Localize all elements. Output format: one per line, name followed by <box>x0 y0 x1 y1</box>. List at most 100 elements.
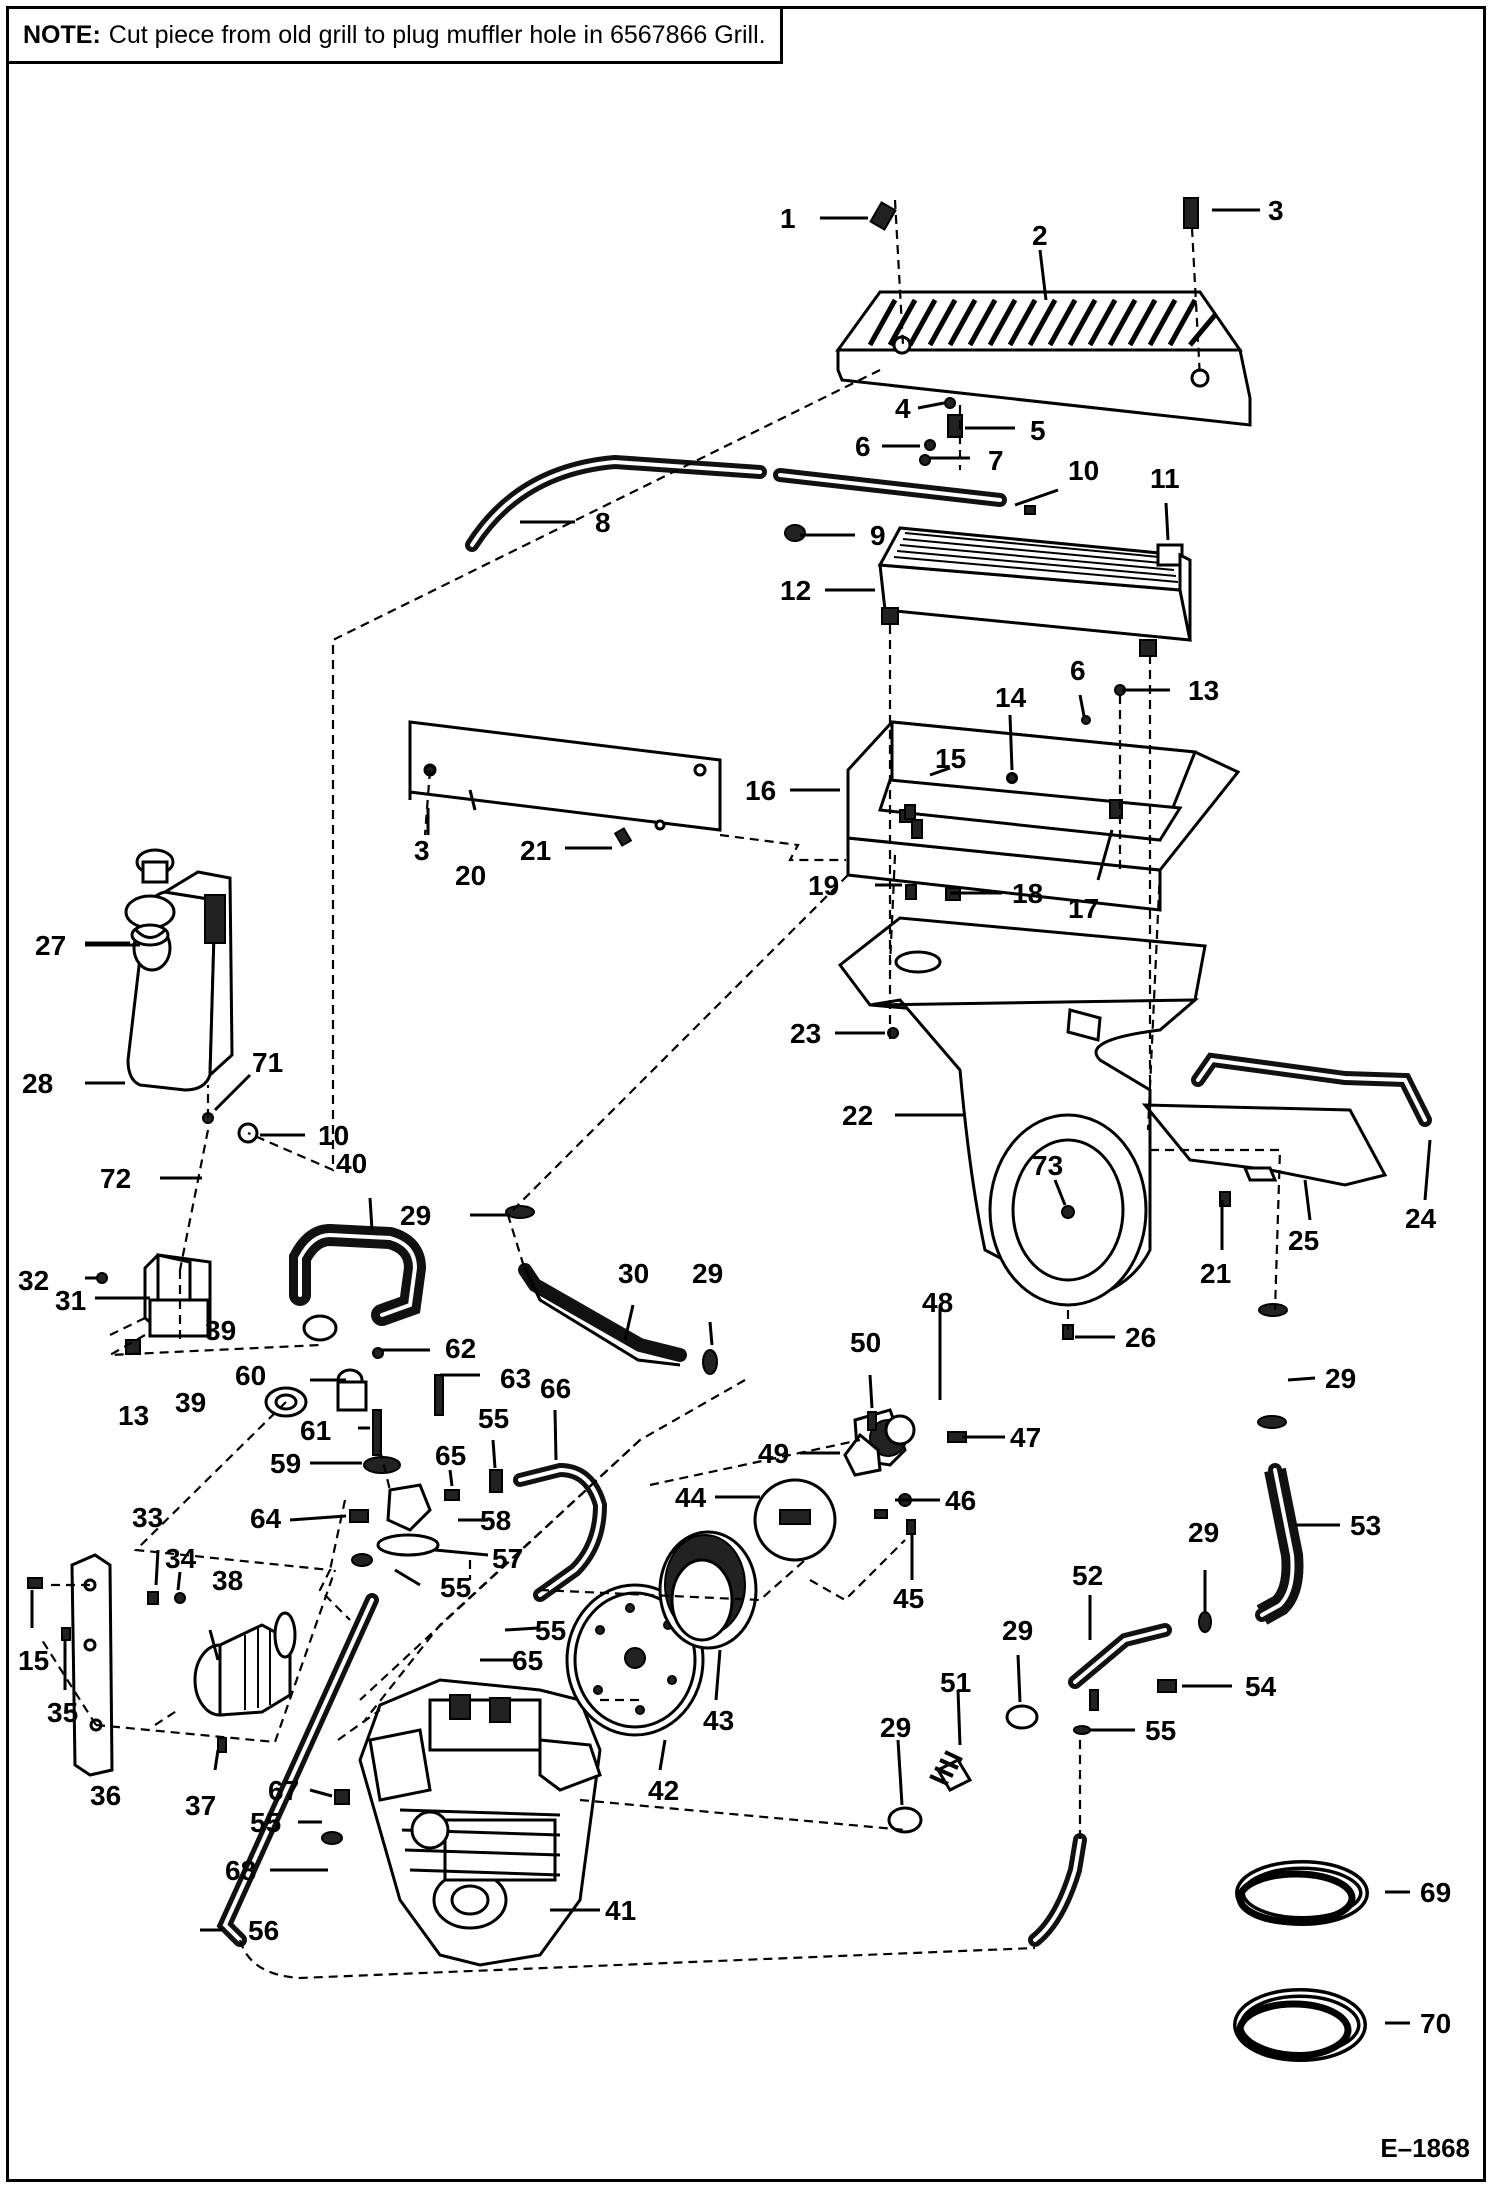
mount-bracket-part <box>143 1253 212 1338</box>
callout-52: 52 <box>1072 1560 1103 1591</box>
callout-23: 23 <box>790 1018 821 1049</box>
cap-part <box>135 848 175 884</box>
callout-3b: 3 <box>414 835 430 866</box>
callout-54: 54 <box>1245 1671 1277 1702</box>
hose-coupling-part <box>887 1704 1039 1834</box>
callout-39b: 39 <box>175 1387 206 1418</box>
callout-21b: 21 <box>1200 1258 1231 1289</box>
callout-66: 66 <box>540 1373 571 1404</box>
callout-56: 56 <box>248 1915 279 1946</box>
callout-45: 45 <box>893 1583 924 1614</box>
callout-63: 63 <box>500 1363 531 1394</box>
note-label: NOTE: <box>23 20 101 49</box>
callout-55e: 55 <box>1145 1715 1176 1746</box>
callout-16: 16 <box>745 775 776 806</box>
callout-34: 34 <box>165 1543 197 1574</box>
callout-29d: 29 <box>880 1712 911 1743</box>
callout-14: 14 <box>995 682 1027 713</box>
callout-41: 41 <box>605 1895 636 1926</box>
callout-15: 15 <box>935 743 966 774</box>
callout-17: 17 <box>1068 893 1099 924</box>
callout-2: 2 <box>1032 220 1048 251</box>
callout-59: 59 <box>270 1448 301 1479</box>
callout-70: 70 <box>1420 2008 1451 2039</box>
callout-19: 19 <box>808 870 839 901</box>
callout-4: 4 <box>895 393 911 424</box>
shroud-part <box>846 720 1241 912</box>
callout-27: 27 <box>35 930 66 961</box>
callout-labels: 1 2 3 4 5 6 7 8 9 10 11 12 6 13 14 15 16… <box>18 195 1451 2039</box>
panel-part <box>1141 1103 1388 1187</box>
callout-13b: 13 <box>118 1400 149 1431</box>
callout-10: 10 <box>1068 455 1099 486</box>
callout-53: 53 <box>1350 1510 1381 1541</box>
note-text: Cut piece from old grill to plug muffler… <box>108 20 766 49</box>
callout-15b: 15 <box>18 1645 49 1676</box>
callout-12: 12 <box>780 575 811 606</box>
callout-49: 49 <box>758 1438 789 1469</box>
note-banner: NOTE: Cut piece from old grill to plug m… <box>6 6 783 64</box>
callout-69: 69 <box>1420 1877 1451 1908</box>
leader-lines <box>30 208 1432 2025</box>
callout-42: 42 <box>648 1775 679 1806</box>
reservoir-part <box>124 870 234 1092</box>
callout-25: 25 <box>1288 1225 1319 1256</box>
callout-29f: 29 <box>1188 1517 1219 1548</box>
callout-43: 43 <box>703 1705 734 1736</box>
callout-32: 32 <box>18 1265 49 1296</box>
callout-37: 37 <box>185 1790 216 1821</box>
callout-57: 57 <box>492 1543 523 1574</box>
callout-58: 58 <box>480 1505 511 1536</box>
callout-20: 20 <box>455 860 486 891</box>
callout-72: 72 <box>100 1163 131 1194</box>
callout-36: 36 <box>90 1780 121 1811</box>
callout-55b: 55 <box>440 1572 471 1603</box>
callout-55a: 55 <box>478 1403 509 1434</box>
callout-22: 22 <box>842 1100 873 1131</box>
callout-5: 5 <box>1030 415 1046 446</box>
callout-50: 50 <box>850 1327 881 1358</box>
callout-8: 8 <box>595 507 611 538</box>
callout-73: 73 <box>1032 1150 1063 1181</box>
callout-21: 21 <box>520 835 551 866</box>
drawing-number: E–1868 <box>1380 2133 1470 2163</box>
bracket-part <box>408 720 722 832</box>
callout-47: 47 <box>1010 1422 1041 1453</box>
callout-64: 64 <box>250 1503 282 1534</box>
engine-part <box>358 1678 602 1967</box>
radiator-part <box>877 526 1192 657</box>
callout-30: 30 <box>618 1258 649 1289</box>
callout-40: 40 <box>336 1148 367 1179</box>
callout-51: 51 <box>940 1667 971 1698</box>
callout-13: 13 <box>1188 675 1219 706</box>
callout-61: 61 <box>300 1415 331 1446</box>
callout-65b: 65 <box>512 1645 543 1676</box>
callout-28: 28 <box>22 1068 53 1099</box>
callout-68: 68 <box>225 1855 256 1886</box>
callout-46: 46 <box>945 1485 976 1516</box>
callout-3: 3 <box>1268 195 1284 226</box>
callout-7: 7 <box>988 445 1004 476</box>
callout-31: 31 <box>55 1285 86 1316</box>
callout-11: 11 <box>1150 463 1180 494</box>
callout-10b: 10 <box>318 1120 349 1151</box>
callout-35: 35 <box>47 1697 78 1728</box>
callout-1: 1 <box>780 203 796 234</box>
callout-48: 48 <box>922 1287 953 1318</box>
callout-60: 60 <box>235 1360 266 1391</box>
fan-duct-part <box>837 916 1207 1307</box>
callout-55c: 55 <box>535 1615 566 1646</box>
callout-62: 62 <box>445 1333 476 1364</box>
callout-38: 38 <box>212 1565 243 1596</box>
callout-44: 44 <box>675 1482 707 1513</box>
callout-6b: 6 <box>1070 655 1086 686</box>
callout-33: 33 <box>132 1502 163 1533</box>
callout-26: 26 <box>1125 1322 1156 1353</box>
callout-65: 65 <box>435 1440 466 1471</box>
callout-71: 71 <box>252 1047 283 1078</box>
callout-29b: 29 <box>400 1200 431 1231</box>
callout-24: 24 <box>1405 1203 1437 1234</box>
bolt-part <box>869 197 1199 231</box>
callout-6: 6 <box>855 431 871 462</box>
